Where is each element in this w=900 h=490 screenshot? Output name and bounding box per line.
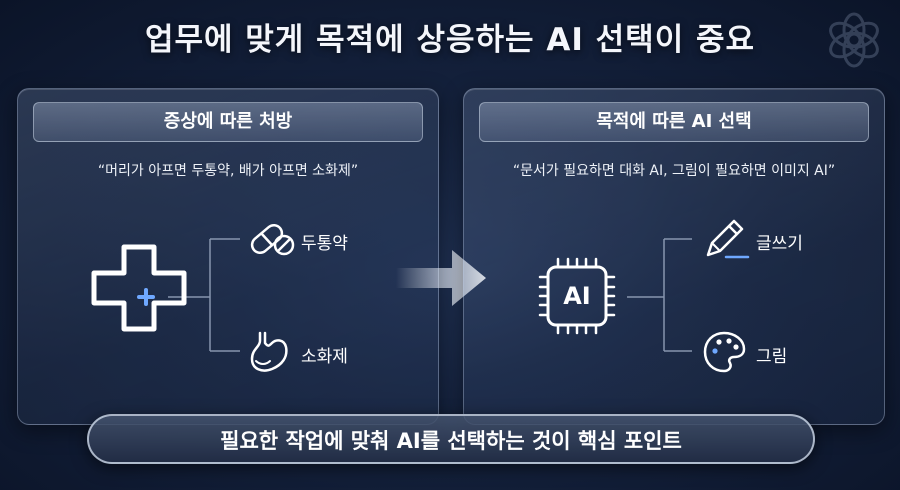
symptom-panel-header: 증상에 따른 처방 xyxy=(33,102,423,142)
drawing-label: 그림 xyxy=(756,347,788,367)
stomach-icon xyxy=(250,331,288,372)
ai-purpose-panel: 목적에 따른 AI 선택 “문서가 필요하면 대화 AI, 그림이 필요하면 이… xyxy=(463,88,885,425)
pill-icon xyxy=(250,223,295,256)
ai-purpose-tree xyxy=(538,219,750,373)
ai-chip-icon xyxy=(538,257,616,335)
pen-icon xyxy=(706,219,750,259)
symptom-panel: 증상에 따른 처방 “머리가 아프면 두통약, 배가 아프면 소화제” 두 xyxy=(17,88,439,425)
medical-cross-icon xyxy=(91,244,187,332)
palette-icon xyxy=(703,331,746,373)
key-point-banner: 필요한 작업에 맞춰 AI를 선택하는 것이 핵심 포인트 xyxy=(87,414,815,464)
openai-logo-icon xyxy=(829,12,879,68)
symptom-quote: “머리가 아프면 두통약, 배가 아프면 소화제” xyxy=(97,163,359,179)
symptom-tree xyxy=(91,223,295,372)
pill-label: 두통약 xyxy=(301,234,348,254)
writing-label: 글쓰기 xyxy=(756,234,803,254)
arrow-right-icon xyxy=(396,250,486,306)
ai-chip-label: AI xyxy=(563,282,591,310)
stomach-medicine-label: 소화제 xyxy=(301,347,348,367)
ai-purpose-panel-header: 목적에 따른 AI 선택 xyxy=(479,102,869,142)
page-title: 업무에 맞게 목적에 상응하는 AI 선택이 중요 xyxy=(144,22,756,58)
ai-purpose-quote: “문서가 필요하면 대화 AI, 그림이 필요하면 이미지 AI” xyxy=(512,163,836,179)
